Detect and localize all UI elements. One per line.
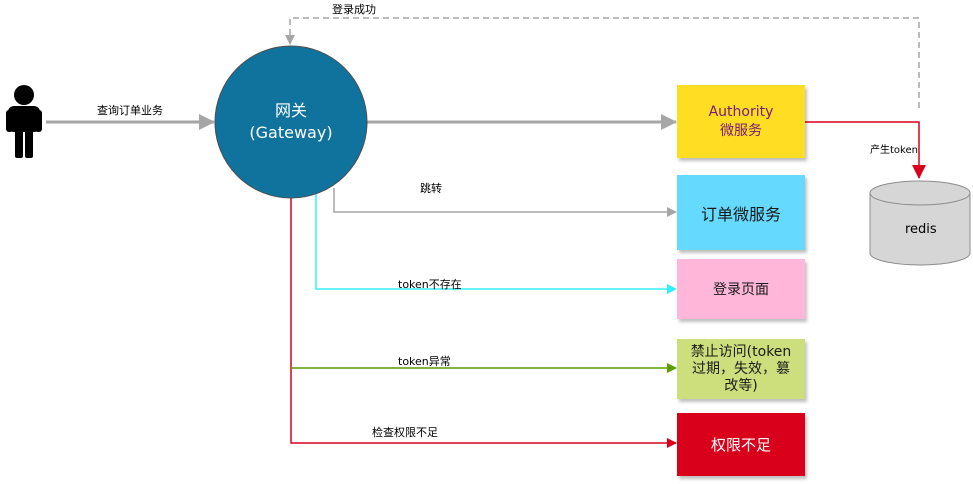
order-service-label: 订单微服务 xyxy=(700,204,781,224)
insufficient-permission-node: 权限不足 xyxy=(677,413,805,476)
gateway-subtitle: (Gateway) xyxy=(249,123,333,142)
edge-login-success xyxy=(285,17,920,108)
login-page-node: 登录页面 xyxy=(677,259,805,319)
login-page-label: 登录页面 xyxy=(713,282,769,298)
gateway-label: 网关 (Gateway) xyxy=(215,96,367,148)
edge-gen-token xyxy=(805,121,926,179)
label-check-perm: 检查权限不足 xyxy=(372,426,438,439)
gateway-title: 网关 xyxy=(274,101,307,120)
order-service-node: 订单微服务 xyxy=(677,175,805,250)
redis-label: redis xyxy=(905,222,937,237)
user-icon xyxy=(6,85,42,158)
edge-redirect xyxy=(333,188,677,217)
edge-check-perm xyxy=(290,197,677,448)
label-query-order: 查询订单业务 xyxy=(97,104,163,117)
label-gen-token: 产生token xyxy=(870,145,918,156)
insufficient-label: 权限不足 xyxy=(710,436,771,454)
authority-label-line2: 微服务 xyxy=(720,122,762,139)
edge-token-missing xyxy=(315,194,677,294)
authority-label-line1: Authority xyxy=(708,103,774,120)
label-redirect: 跳转 xyxy=(420,182,442,195)
gateway-node xyxy=(214,45,368,199)
label-login-success: 登录成功 xyxy=(332,3,376,16)
forbidden-label-line3: 改等) xyxy=(724,377,758,394)
forbidden-label-line2: 过期，失效，篡 xyxy=(692,360,790,377)
label-token-error: token异常 xyxy=(398,355,451,368)
forbidden-node: 禁止访问(token 过期，失效，篡 改等) xyxy=(677,339,805,399)
forbidden-label-line1: 禁止访问(token xyxy=(690,343,792,360)
authority-service-node: Authority 微服务 xyxy=(677,85,805,158)
redis-node xyxy=(869,180,971,266)
label-token-missing: token不存在 xyxy=(398,278,462,291)
